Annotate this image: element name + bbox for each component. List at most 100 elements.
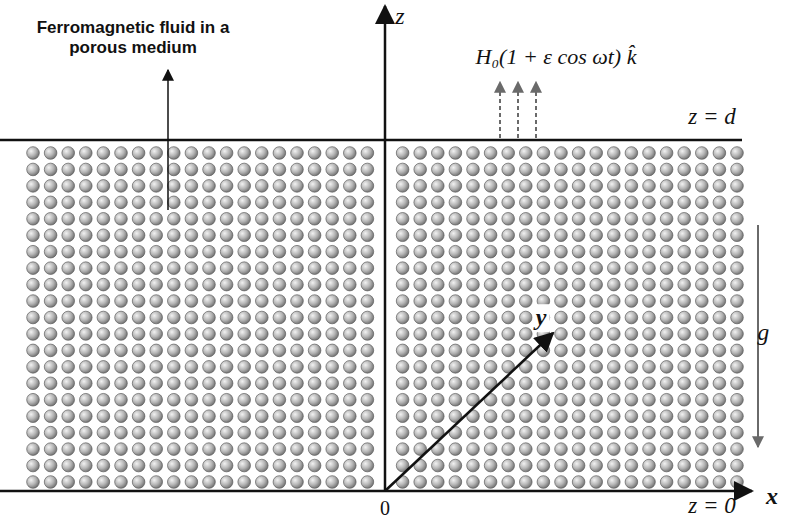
- gravity-label: g⃗: [757, 319, 788, 347]
- particle: [308, 377, 321, 390]
- particle: [484, 229, 497, 242]
- particle: [467, 361, 480, 374]
- particle: [608, 163, 621, 176]
- particle: [203, 328, 216, 341]
- particle: [484, 410, 497, 423]
- particle: [80, 443, 93, 456]
- particle: [643, 410, 656, 423]
- particle: [150, 328, 163, 341]
- particle: [80, 361, 93, 374]
- particle: [132, 213, 145, 226]
- particle: [132, 393, 145, 406]
- particle: [27, 443, 40, 456]
- particle: [344, 426, 357, 439]
- particle: [326, 180, 339, 193]
- particle: [308, 410, 321, 423]
- particle: [590, 295, 603, 308]
- particle: [678, 361, 691, 374]
- particle: [62, 443, 75, 456]
- particle: [220, 410, 233, 423]
- particle: [678, 180, 691, 193]
- particle: [396, 147, 409, 160]
- particle: [713, 245, 726, 258]
- particle: [291, 361, 304, 374]
- particle: [555, 196, 568, 209]
- particle: [467, 278, 480, 291]
- particle: [238, 213, 251, 226]
- particle: [449, 393, 462, 406]
- particle: [115, 443, 128, 456]
- particle: [590, 361, 603, 374]
- particle: [326, 459, 339, 472]
- particle: [678, 147, 691, 160]
- particle: [520, 278, 533, 291]
- particle: [308, 344, 321, 357]
- particle: [696, 262, 709, 275]
- particle: [590, 229, 603, 242]
- particle: [484, 278, 497, 291]
- particle: [608, 426, 621, 439]
- particle: [361, 147, 374, 160]
- particle: [115, 476, 128, 489]
- particle: [168, 262, 181, 275]
- particle: [203, 344, 216, 357]
- particle: [97, 311, 110, 324]
- particle: [62, 213, 75, 226]
- particle: [203, 245, 216, 258]
- particle: [660, 426, 673, 439]
- particle: [449, 278, 462, 291]
- particle: [168, 328, 181, 341]
- particle: [80, 393, 93, 406]
- particle: [625, 459, 638, 472]
- particle: [44, 229, 57, 242]
- particle: [625, 278, 638, 291]
- particle: [150, 196, 163, 209]
- particle: [44, 459, 57, 472]
- particle: [520, 262, 533, 275]
- particle: [467, 328, 480, 341]
- particle: [537, 459, 550, 472]
- particle: [150, 245, 163, 258]
- particle: [696, 295, 709, 308]
- particle: [590, 196, 603, 209]
- particle: [27, 163, 40, 176]
- particle: [414, 377, 427, 390]
- particle: [115, 213, 128, 226]
- particle: [608, 393, 621, 406]
- particle: [432, 229, 445, 242]
- particle: [220, 443, 233, 456]
- particle: [484, 213, 497, 226]
- particle: [660, 262, 673, 275]
- particle: [449, 459, 462, 472]
- particle: [185, 476, 198, 489]
- particle: [273, 393, 286, 406]
- particle: [344, 410, 357, 423]
- particle: [396, 262, 409, 275]
- particle: [185, 262, 198, 275]
- medium-label: Ferromagnetic fluid in a porous medium: [18, 18, 248, 57]
- particle: [572, 328, 585, 341]
- particle: [572, 393, 585, 406]
- particle: [115, 393, 128, 406]
- particle: [255, 393, 268, 406]
- particle: [572, 476, 585, 489]
- particle: [326, 426, 339, 439]
- particle: [432, 476, 445, 489]
- particle: [326, 410, 339, 423]
- particle: [150, 393, 163, 406]
- particle: [660, 278, 673, 291]
- particle: [132, 328, 145, 341]
- particle: [484, 295, 497, 308]
- particle: [255, 443, 268, 456]
- particle: [731, 476, 744, 489]
- particle: [678, 278, 691, 291]
- y-axis: [385, 333, 553, 491]
- particle: [255, 377, 268, 390]
- particle: [27, 196, 40, 209]
- particle: [220, 311, 233, 324]
- particle: [502, 278, 515, 291]
- particle: [678, 213, 691, 226]
- particle: [643, 377, 656, 390]
- particle: [731, 262, 744, 275]
- particle: [520, 328, 533, 341]
